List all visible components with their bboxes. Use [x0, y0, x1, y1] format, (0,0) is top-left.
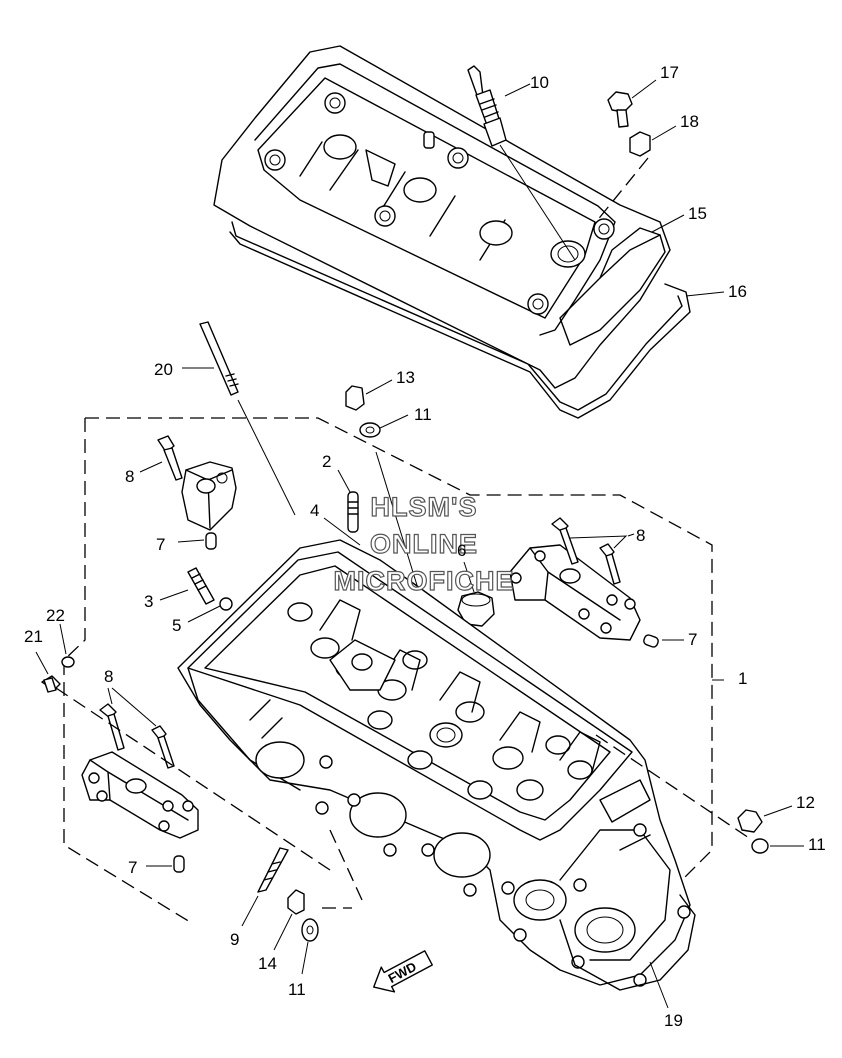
side-bolt — [35, 651, 61, 693]
gallery-washer — [751, 838, 769, 854]
cap-bolt — [139, 435, 183, 481]
callout-2: 2 — [322, 452, 331, 471]
cap-bolt-right — [551, 517, 635, 585]
cylinder-head — [177, 539, 696, 1009]
callout-12: 12 — [796, 793, 815, 812]
callout-17: 17 — [660, 63, 679, 82]
callout-1: 1 — [738, 669, 747, 688]
fwd-arrow: FWD — [373, 950, 433, 993]
fwd-label: FWD — [386, 959, 419, 986]
callout-7-top: 7 — [156, 535, 165, 554]
collar — [287, 889, 305, 915]
spark-plug — [467, 65, 576, 261]
dowel-pin — [205, 532, 217, 550]
dowel-pin-right — [643, 634, 659, 648]
side-washer — [61, 656, 75, 668]
washer — [219, 597, 233, 611]
callout-8-top: 8 — [125, 467, 134, 486]
camshaft-cap — [181, 461, 237, 531]
callouts: 1 2 3 4 5 6 7 7 7 8 8 8 9 10 11 11 11 12… — [24, 63, 826, 1030]
lower-washer — [301, 918, 319, 942]
stud-bolt — [182, 321, 296, 516]
cover-bolt — [607, 79, 657, 128]
callout-7-bottom: 7 — [128, 858, 137, 877]
callout-15: 15 — [688, 204, 707, 223]
short-stud — [241, 847, 289, 927]
oil-gallery-bolt — [737, 805, 793, 833]
cap-nut — [345, 385, 365, 411]
callout-5: 5 — [172, 616, 181, 635]
camshaft-cap-left — [81, 751, 199, 839]
callout-9: 9 — [230, 930, 239, 949]
callout-20: 20 — [154, 360, 173, 379]
watermark-line-3: MICROFICHE — [334, 566, 515, 596]
callout-22: 22 — [46, 606, 65, 625]
callout-13: 13 — [396, 368, 415, 387]
callout-18: 18 — [680, 112, 699, 131]
callout-11-bottom: 11 — [288, 980, 306, 999]
callout-8-right: 8 — [636, 526, 645, 545]
watermark-line-1: HLSM'S — [371, 492, 478, 522]
camshaft-cap-right — [509, 544, 641, 641]
callout-10: 10 — [530, 73, 549, 92]
callout-8-left: 8 — [104, 667, 113, 686]
callout-7-right: 7 — [688, 630, 697, 649]
callout-16: 16 — [728, 282, 747, 301]
callout-11-top: 11 — [414, 405, 432, 424]
stud-3 — [159, 567, 215, 605]
cap-bolt-left — [99, 687, 175, 769]
callout-19: 19 — [664, 1011, 683, 1030]
cover-grommet — [595, 125, 677, 223]
callout-3: 3 — [144, 592, 153, 611]
callout-11-right: 11 — [808, 835, 826, 854]
callout-4: 4 — [310, 501, 319, 520]
sealing-washer — [359, 422, 381, 438]
callout-21: 21 — [24, 627, 43, 646]
dowel-pin-left — [173, 855, 185, 873]
watermark: HLSM'S ONLINE MICROFICHE — [333, 491, 515, 596]
callout-6: 6 — [457, 541, 466, 560]
callout-14: 14 — [258, 954, 277, 973]
stud-2 — [337, 469, 359, 533]
watermark-line-2: ONLINE — [370, 529, 478, 559]
cylinder-head-cover — [213, 45, 691, 419]
